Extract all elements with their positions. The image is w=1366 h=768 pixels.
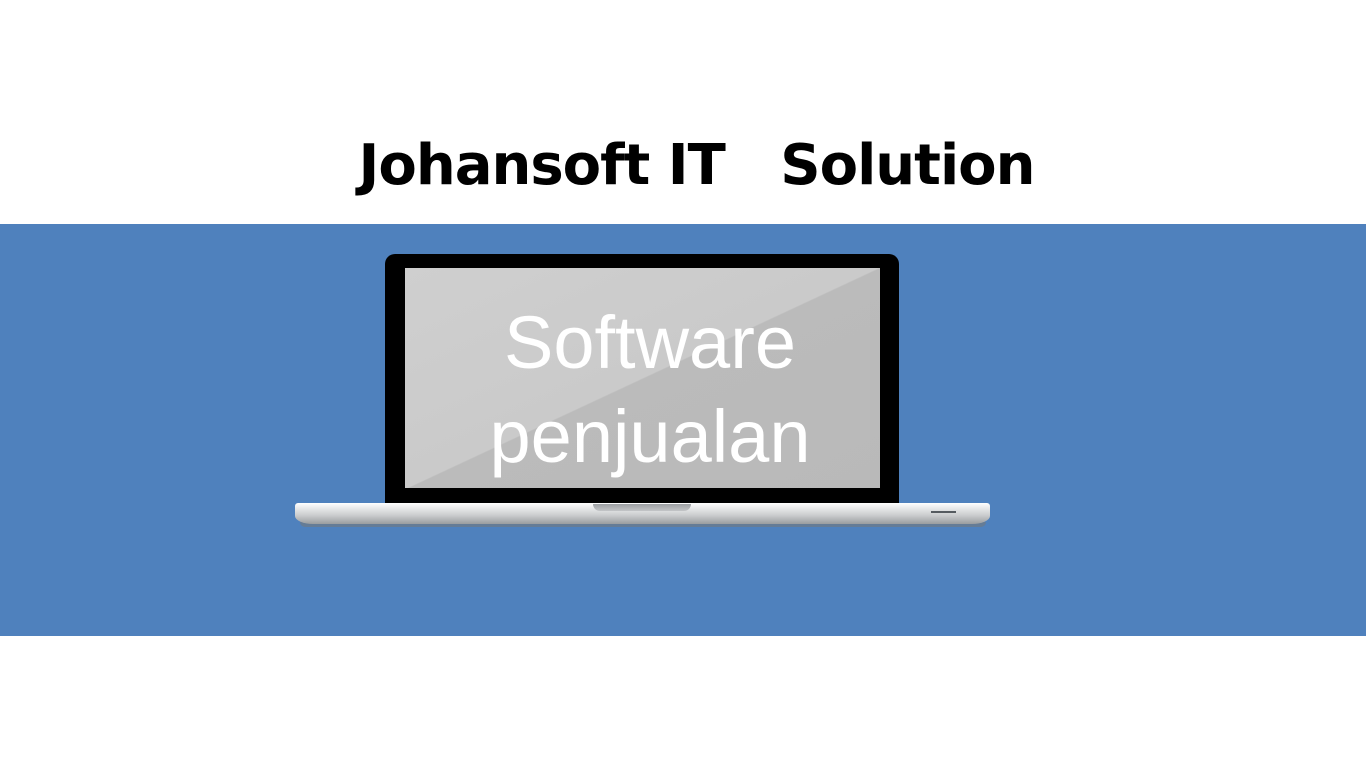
laptop-base <box>295 503 990 524</box>
laptop-indicator-light <box>931 511 956 513</box>
screen-text: Software penjualan <box>405 296 880 484</box>
slide-title: Johansoft IT Solution <box>358 133 1036 198</box>
laptop-screen: Software penjualan <box>405 268 880 488</box>
screen-text-line-1: Software <box>503 301 797 384</box>
laptop-shadow <box>300 522 986 527</box>
laptop-notch <box>593 504 691 511</box>
screen-text-line-2: penjualan <box>489 395 811 478</box>
